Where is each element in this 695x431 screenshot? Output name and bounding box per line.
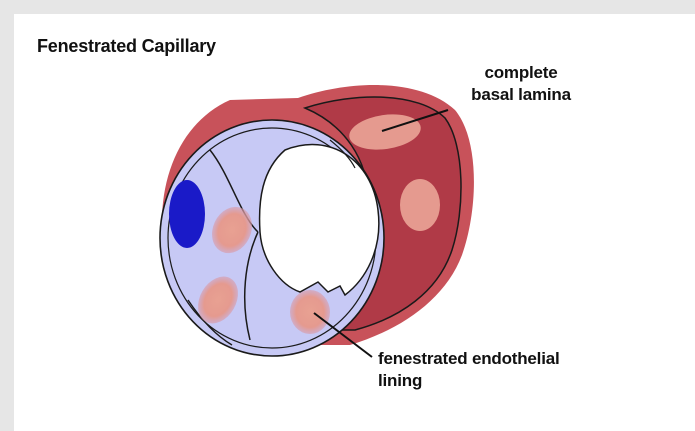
- figure-title: Fenestrated Capillary: [37, 36, 216, 57]
- lumen-opening: [260, 145, 379, 295]
- basal-lamina-label-line1: complete: [446, 62, 596, 84]
- fenestra: [290, 290, 330, 334]
- endothelial-label-line2: lining: [378, 370, 560, 392]
- basal-lamina-label: complete basal lamina: [446, 62, 596, 106]
- endothelial-lining-label: fenestrated endothelial lining: [378, 348, 560, 392]
- nucleus: [169, 180, 205, 248]
- endothelial-label-line1: fenestrated endothelial: [378, 348, 560, 370]
- lamina-patch: [400, 179, 440, 231]
- basal-lamina-label-line2: basal lamina: [446, 84, 596, 106]
